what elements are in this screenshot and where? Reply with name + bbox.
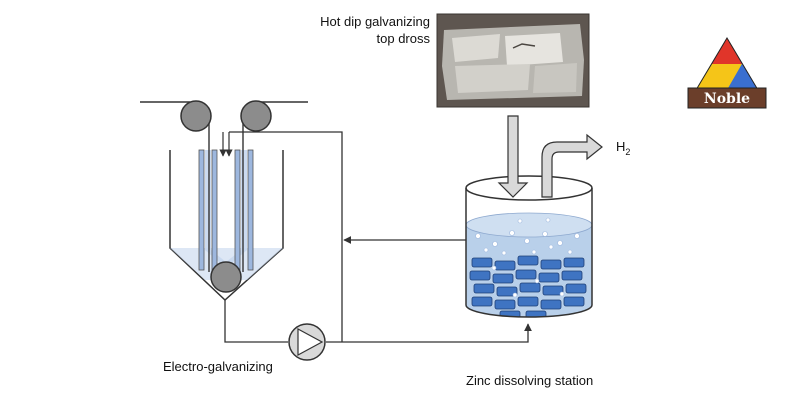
noble-logo-icon bbox=[687, 37, 767, 109]
anode-left-inner bbox=[211, 149, 218, 271]
h2-label: H2 bbox=[616, 139, 630, 157]
tank-wall bbox=[465, 188, 593, 318]
anode-left-outer bbox=[198, 149, 205, 271]
zinc-dissolving-tank bbox=[465, 175, 593, 318]
tank-rim bbox=[465, 175, 593, 201]
dross-feed-arrow bbox=[497, 115, 529, 198]
return-pipe bbox=[229, 131, 343, 342]
drain-pipe bbox=[224, 300, 288, 343]
h2-exit-arrow bbox=[541, 133, 603, 198]
pump-to-station-pipe bbox=[326, 323, 532, 343]
piping bbox=[224, 131, 532, 343]
roller-right bbox=[240, 100, 272, 132]
electro-galvanizing-cell bbox=[140, 100, 308, 302]
zinc-blocks bbox=[469, 255, 587, 317]
logo-text: Noble bbox=[704, 91, 750, 107]
dross-photo bbox=[436, 13, 590, 108]
roller-bottom bbox=[210, 261, 242, 293]
anode-right-inner bbox=[234, 149, 241, 271]
zinc-dissolving-station-label: Zinc dissolving station bbox=[466, 373, 593, 388]
roller-left bbox=[180, 100, 212, 132]
electro-galvanizing-label: Electro-galvanizing bbox=[163, 359, 273, 374]
dross-label-line2: top dross bbox=[377, 31, 431, 46]
solution-surface bbox=[465, 212, 593, 238]
hydrogen-bubbles bbox=[475, 217, 580, 298]
anode-right-outer bbox=[247, 149, 254, 271]
dross-label-line1: Hot dip galvanizing bbox=[320, 14, 430, 29]
pump-icon bbox=[288, 323, 326, 361]
